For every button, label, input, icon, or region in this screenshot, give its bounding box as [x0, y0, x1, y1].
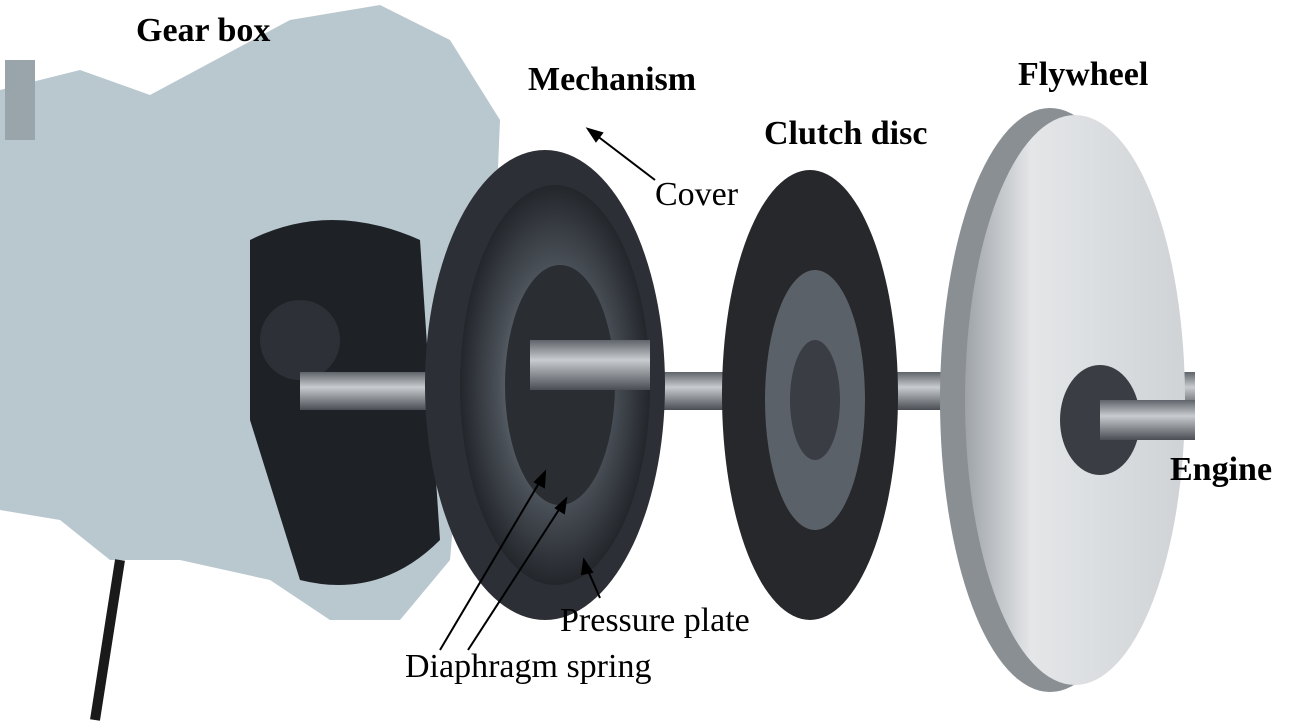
label-flywheel: Flywheel: [1018, 56, 1149, 93]
label-arrows: [439, 127, 656, 651]
label-diaphragm-spring: Diaphragm spring: [405, 648, 652, 685]
label-mechanism: Mechanism: [528, 61, 697, 98]
label-gear-box: Gear box: [136, 12, 271, 49]
label-cover: Cover: [655, 176, 739, 213]
label-clutch-disc: Clutch disc: [764, 115, 928, 152]
clutch-mechanism: [425, 150, 665, 620]
label-pressure-plate: Pressure plate: [560, 602, 750, 639]
flywheel-part: [940, 108, 1195, 692]
label-engine: Engine: [1170, 451, 1273, 488]
gearbox-housing: [0, 5, 500, 721]
clutch-disc-part: [722, 170, 898, 620]
